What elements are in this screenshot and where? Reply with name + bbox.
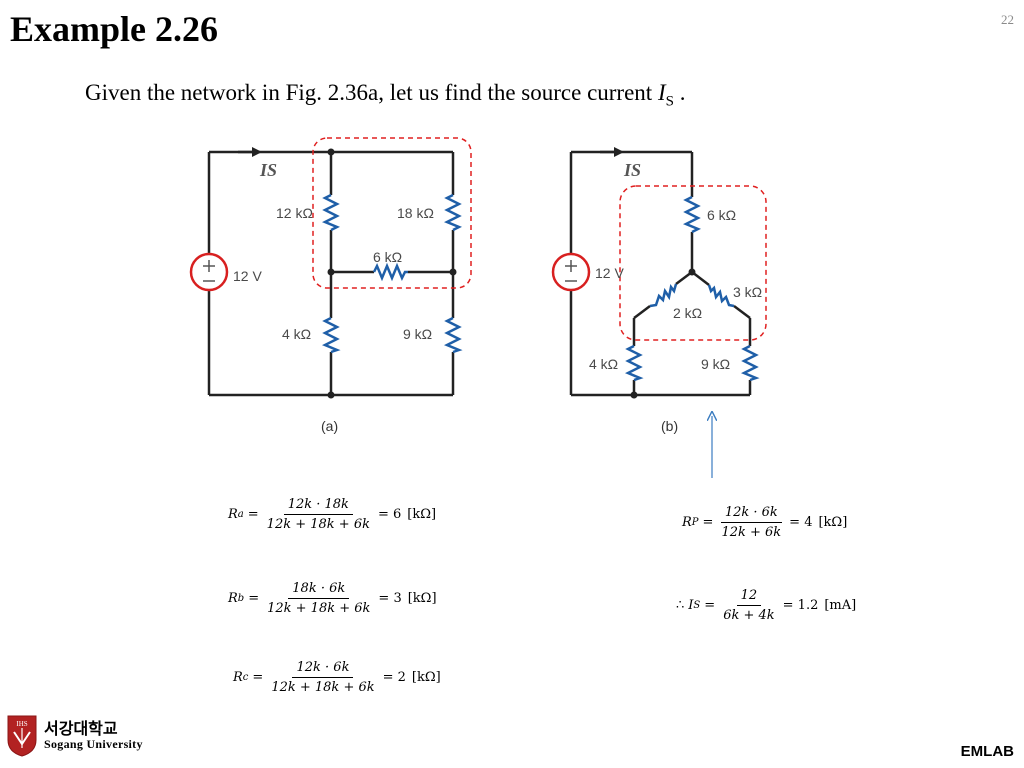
slide-title: Example 2.26 <box>10 9 219 49</box>
eq-rb-sub: b <box>237 593 245 604</box>
label-3k-b: 3 kΩ <box>733 284 762 300</box>
page-number: 22 <box>1001 12 1014 27</box>
eq-rb-num: 18k · 6k <box>288 581 350 599</box>
eq-rb-den: 12k + 18k + 6k <box>267 601 371 616</box>
intro-symbol: I <box>657 80 666 105</box>
resistor-2k-b <box>649 283 678 308</box>
source-label-a: 12 V <box>233 268 262 284</box>
eq-ra-num: 12k · 18k <box>283 497 353 515</box>
eq-rp-num: 12k · 6k <box>720 505 782 523</box>
intro-text: Given the network in Fig. 2.36a, let us … <box>85 80 685 111</box>
figure-a: IS 12 V 12 kΩ 18 kΩ 6 kΩ 4 kΩ 9 kΩ (a) <box>189 137 472 434</box>
voltage-source-a <box>189 252 229 292</box>
label-4k-b: 4 kΩ <box>589 356 618 372</box>
eq-ra-den: 12k + 18k + 6k <box>266 517 370 532</box>
figure-a-nodes <box>327 148 457 399</box>
resistor-12k-a <box>321 193 341 232</box>
badge-text: IHS <box>16 720 27 728</box>
university-logo: IHS 서강대학교 Sogang University <box>6 714 143 758</box>
eq-is-den: 6k + 4k <box>723 608 775 623</box>
eq-rb-fraction: 18k · 6k 12k + 18k + 6k <box>263 581 374 616</box>
resistor-18k-a <box>443 193 463 232</box>
source-label-b: 12 V <box>595 265 624 281</box>
resistor-6k-a <box>372 262 408 282</box>
current-label-b: IS <box>623 160 641 180</box>
eq-rp-unit: [kΩ] <box>818 515 848 530</box>
label-6k-b: 6 kΩ <box>707 207 736 223</box>
eq-rc-rhs: = 2 <box>382 670 406 685</box>
caption-b: (b) <box>661 418 678 434</box>
dashed-box-a <box>312 137 472 289</box>
label-12k-a: 12 kΩ <box>276 205 313 221</box>
resistor-6k-b <box>682 195 702 234</box>
shield-icon: IHS <box>7 715 37 757</box>
logo-english: Sogang University <box>44 737 143 752</box>
eq-rc-unit: [kΩ] <box>411 670 441 685</box>
eq-rc-num: 12k · 6k <box>292 660 354 678</box>
label-6k-a: 6 kΩ <box>373 249 402 265</box>
resistor-3k-b <box>707 284 735 308</box>
label-18k-a: 18 kΩ <box>397 205 434 221</box>
resistor-4k-b <box>624 344 644 382</box>
eq-ra-sub: a <box>237 509 244 520</box>
eq-rp-rhs: = 4 <box>789 515 813 530</box>
resistor-4k-a <box>321 316 341 354</box>
intro-sentence: Given the network in Fig. 2.36a, let us … <box>85 80 653 105</box>
figure-a-resistors <box>321 193 463 354</box>
label-2k-b: 2 kΩ <box>673 305 702 321</box>
label-9k-a: 9 kΩ <box>403 326 432 342</box>
eq-rc-lhs: R <box>233 670 243 685</box>
eq-rp-lhs: R <box>682 515 692 530</box>
eq-ra-fraction: 12k · 18k 12k + 18k + 6k <box>263 497 374 532</box>
intro-symbol-sub: S <box>665 93 674 110</box>
intro-end: . <box>679 80 686 105</box>
eq-rc-fraction: 12k · 6k 12k + 18k + 6k <box>267 660 378 695</box>
eq-is-num: 12 <box>736 588 762 606</box>
eq-rp-fraction: 12k · 6k 12k + 6k <box>717 505 785 540</box>
eq-rb-rhs: = 3 <box>378 591 402 606</box>
current-arrow-head-b <box>614 147 624 157</box>
eq-rp-sub: P <box>691 517 699 528</box>
resistor-9k-b <box>740 344 760 382</box>
label-4k-a: 4 kΩ <box>282 326 311 342</box>
eq-rb-lhs: R <box>228 591 238 606</box>
dashed-box-b <box>619 185 767 341</box>
figure-b-resistors <box>624 195 760 382</box>
resistor-9k-a <box>443 316 463 354</box>
figure-b-wires <box>569 150 752 397</box>
eq-is-fraction: 12 6k + 4k <box>719 588 778 623</box>
voltage-source-b <box>551 252 591 292</box>
eq-rc-den: 12k + 18k + 6k <box>271 680 375 695</box>
current-arrow-head-a <box>252 147 262 157</box>
eq-is-rhs: = 1.2 <box>782 598 819 613</box>
figure-b-nodes <box>630 268 696 399</box>
eq-rp-den: 12k + 6k <box>721 525 782 540</box>
eq-rb-unit: [kΩ] <box>407 591 437 606</box>
eq-is-lhs: I <box>688 598 694 613</box>
eq-is-prefix: ∴ <box>676 598 685 613</box>
current-label-a: IS <box>259 160 277 180</box>
eq-ra-lhs: R <box>228 507 238 522</box>
logo-korean: 서강대학교 <box>44 718 118 738</box>
eq-rc-sub: c <box>242 672 249 683</box>
figure-b: IS 12 V 6 kΩ 2 kΩ 3 kΩ 4 kΩ 9 kΩ (b) <box>551 147 767 434</box>
eq-ra-unit: [kΩ] <box>407 507 437 522</box>
caption-a: (a) <box>321 418 338 434</box>
eq-is-unit: [mA] <box>824 598 857 613</box>
eq-is-sub: S <box>693 600 701 611</box>
eq-ra-rhs: = 6 <box>377 507 402 522</box>
footer-brand: EMLAB <box>960 743 1014 760</box>
label-9k-b: 9 kΩ <box>701 356 730 372</box>
